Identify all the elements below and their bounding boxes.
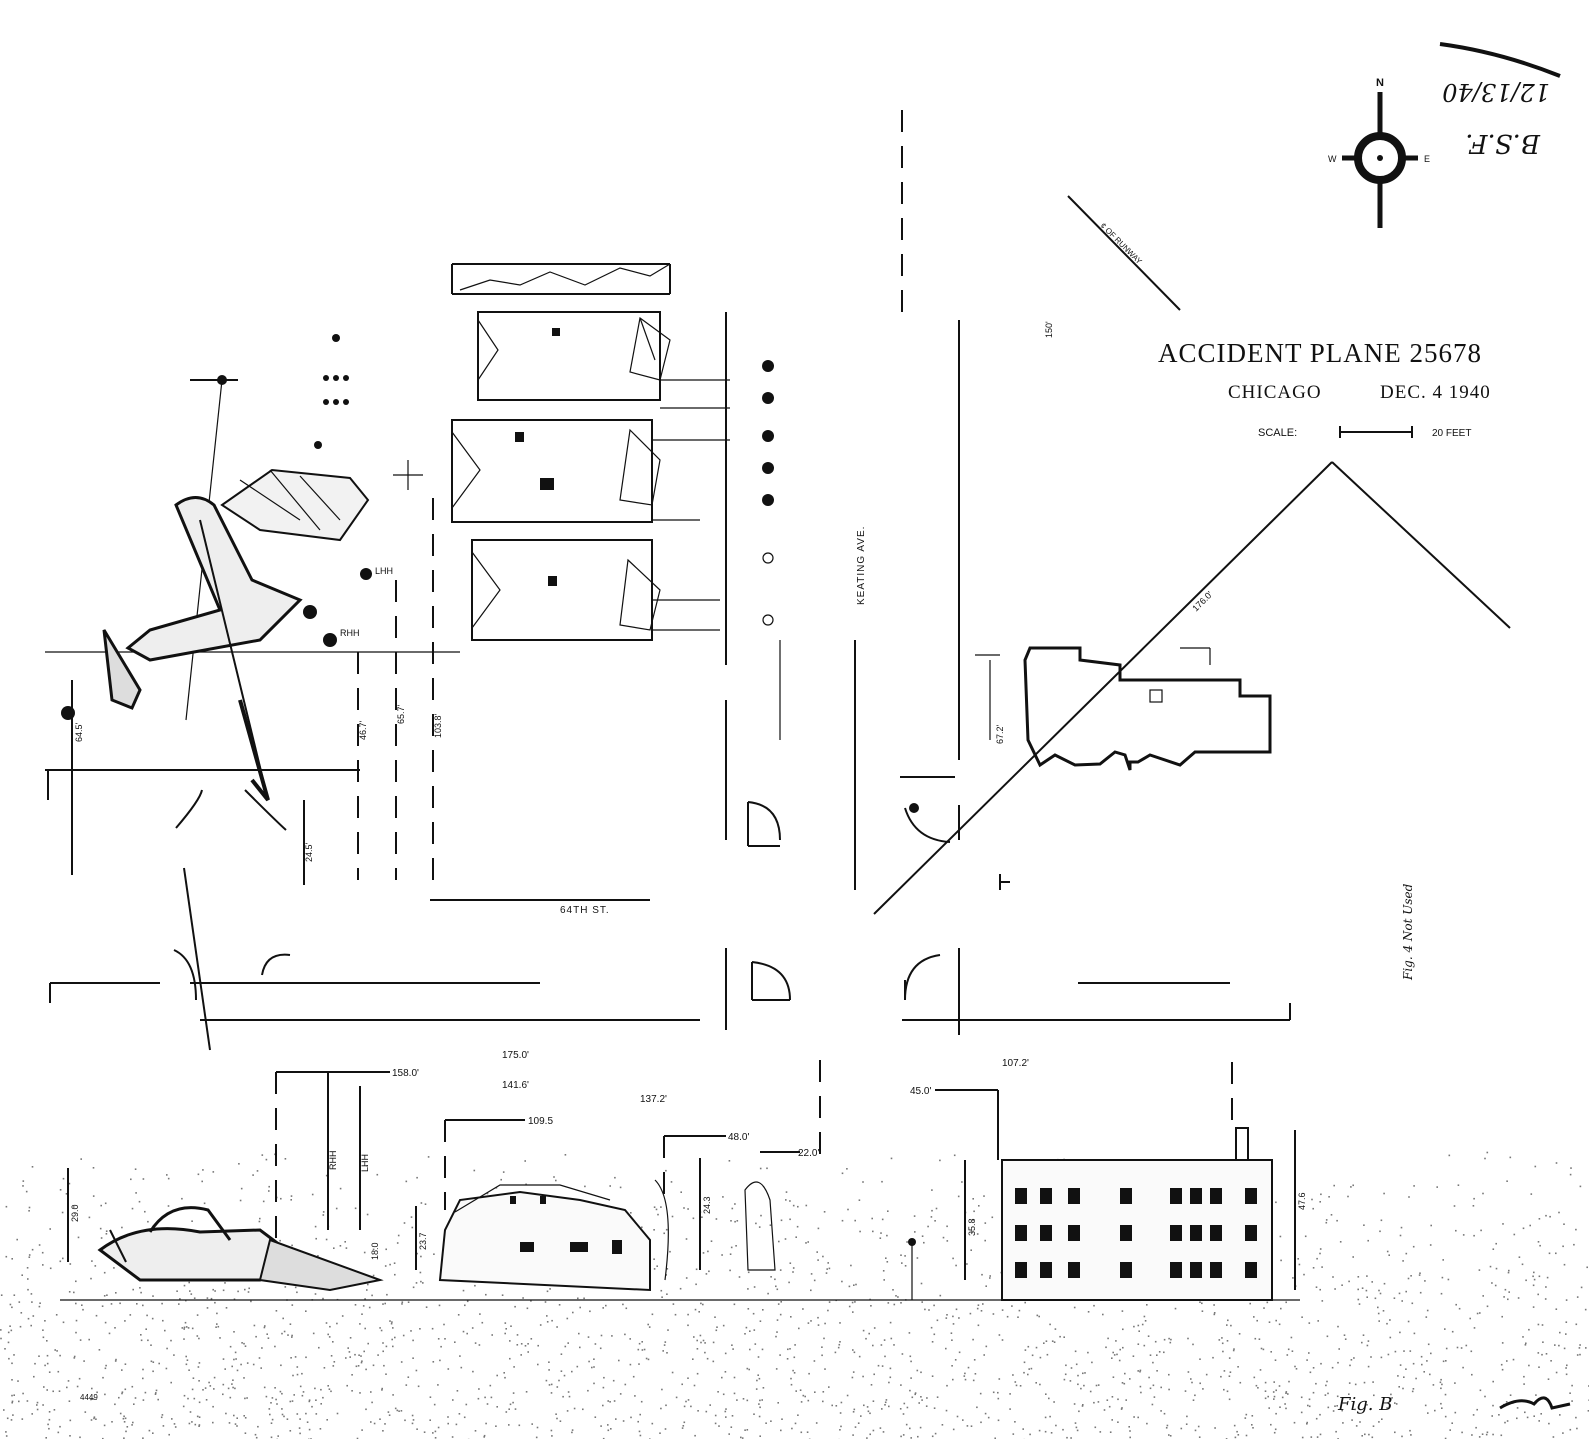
apartment-window — [1210, 1225, 1222, 1241]
elev-47: 47.6 — [1297, 1192, 1307, 1210]
apartment-window — [1190, 1188, 1202, 1204]
dim-107: 107.2' — [1002, 1058, 1029, 1069]
handwritten-margin-note: Fig. 4 Not Used — [1401, 883, 1415, 981]
apartment-window — [1170, 1262, 1182, 1278]
dim-46-7: 46.7' — [358, 720, 368, 740]
elev-rhh: RHH — [328, 1151, 338, 1171]
apartment-plan: 67.2' 150' — [975, 321, 1272, 771]
64th-st-label: 64TH ST. — [560, 905, 610, 916]
dim-109: 109.5 — [528, 1116, 553, 1127]
elev-29: 29.0 — [70, 1204, 80, 1222]
trees — [61, 334, 919, 813]
file-code: 4449 — [80, 1393, 98, 1402]
scale-label: SCALE: — [1258, 427, 1297, 439]
elevation-house — [438, 1190, 651, 1292]
compass-west: W — [1328, 154, 1337, 164]
plan-lhh-label: LHH — [375, 566, 393, 576]
apartment-window — [1120, 1262, 1132, 1278]
apartment-window — [1040, 1262, 1052, 1278]
curb-returns — [173, 789, 951, 1001]
elev-18: 18.0 — [370, 1242, 380, 1260]
dim-48: 48.0' — [728, 1132, 749, 1143]
dim-150: 150' — [1044, 321, 1054, 338]
elevation-view — [60, 1127, 1300, 1301]
distance-176-label: 176.0' — [1190, 589, 1214, 613]
scale-unit: 20 FEET — [1432, 428, 1471, 439]
apartment-window — [1170, 1225, 1182, 1241]
wrecked-plane-plan: LHH RHH — [102, 375, 393, 802]
apartment-window — [1170, 1188, 1182, 1204]
compass-rose: N E W — [1328, 77, 1430, 228]
apartment-window — [1040, 1188, 1052, 1204]
plane-tail — [102, 629, 142, 710]
apartment-window — [1210, 1188, 1222, 1204]
dim-175: 175.0' — [502, 1050, 529, 1061]
elevation-tree — [744, 1181, 776, 1271]
apartment-window — [1120, 1225, 1132, 1241]
apartment-window — [1040, 1225, 1052, 1241]
apartment-outline — [1023, 646, 1272, 771]
compass-east: E — [1424, 154, 1430, 164]
apartment-window — [1015, 1225, 1027, 1241]
dim-65-7: 65.7' — [396, 704, 406, 724]
distance-line-176 — [873, 461, 1333, 915]
elev-lhh: LHH — [360, 1154, 370, 1172]
dim-158: 158.0' — [392, 1068, 419, 1079]
elev-23: 23.7 — [418, 1232, 428, 1250]
elevation-dimensions: 158.0' 175.0' 141.6' 109.5 137.2' 48.0' … — [67, 1050, 1307, 1290]
handwritten-initials: B.S.F. — [1465, 128, 1541, 158]
apartment-window — [1068, 1188, 1080, 1204]
signature-scribble — [1499, 1396, 1571, 1410]
runway-lines: ¢ OF RUNWAY 176.0' — [873, 195, 1511, 915]
plan-dimensions: 64.5' 46.7' 65.7' 103.8' 24.5' — [71, 498, 443, 885]
house-3-outline — [471, 539, 653, 641]
elev-24: 24.3 — [702, 1196, 712, 1214]
dim-45: 45.0' — [910, 1086, 931, 1097]
dim-67-2: 67.2' — [995, 724, 1005, 744]
dim-103-8: 103.8' — [433, 713, 443, 738]
dim-24-5: 24.5' — [304, 842, 314, 862]
compass-north: N — [1376, 77, 1384, 89]
plan-rhh-label: RHH — [340, 628, 360, 638]
runway-label: ¢ OF RUNWAY — [1099, 221, 1144, 266]
house-2-outline — [451, 419, 653, 523]
houses-plan — [451, 263, 730, 641]
apartment-window — [1245, 1188, 1257, 1204]
apartment-window — [1190, 1262, 1202, 1278]
elevation-debris — [258, 1238, 384, 1292]
plane-wing-wreck — [220, 468, 370, 542]
apartment-window — [1068, 1225, 1080, 1241]
dim-137: 137.2' — [640, 1094, 667, 1105]
diagram-title: ACCIDENT PLANE 25678 — [1158, 338, 1482, 368]
diagram-date: DEC. 4 1940 — [1380, 382, 1491, 403]
dim-141: 141.6' — [502, 1080, 529, 1091]
title-block: ACCIDENT PLANE 25678 CHICAGO DEC. 4 1940… — [1158, 338, 1491, 439]
apartment-window — [1068, 1262, 1080, 1278]
apartment-window — [1015, 1188, 1027, 1204]
figure-label: Fig. B — [1337, 1394, 1392, 1415]
dim-22: 22.0' — [798, 1148, 819, 1159]
house-1-outline — [477, 311, 661, 401]
apartment-window — [1190, 1225, 1202, 1241]
apartment-window — [1120, 1188, 1132, 1204]
apartment-window — [1245, 1225, 1257, 1241]
diagram-city: CHICAGO — [1228, 382, 1322, 403]
handwritten-date: 12/13/40 — [1442, 78, 1550, 106]
handwritten-notes: 12/13/40 B.S.F. Fig. 4 Not Used Fig. B 4… — [80, 42, 1571, 1415]
keating-ave-label: KEATING AVE. — [856, 526, 867, 605]
apartment-window — [1015, 1262, 1027, 1278]
dim-64-5: 64.5' — [74, 722, 84, 742]
elev-35: 35.8 — [967, 1218, 977, 1236]
apartment-window — [1245, 1262, 1257, 1278]
apartment-window — [1210, 1262, 1222, 1278]
